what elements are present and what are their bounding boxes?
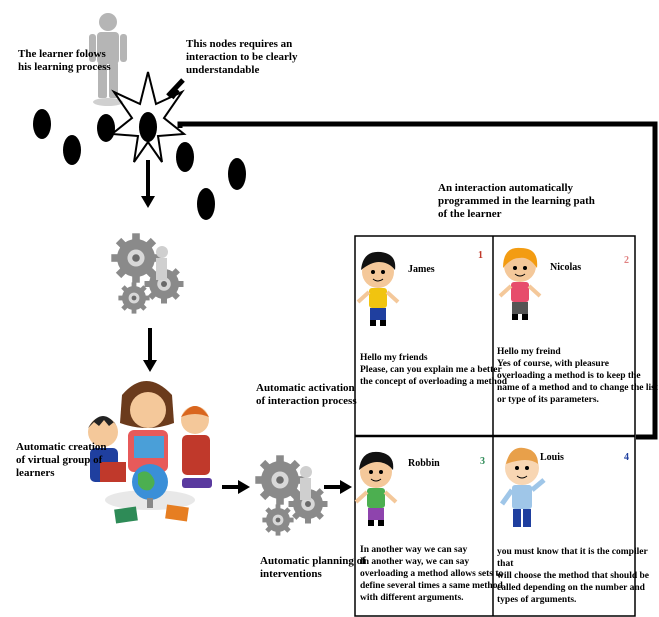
node-requires-label: This nodes requires an interaction to be… (186, 38, 298, 76)
kids-group-illustration (88, 381, 212, 524)
highlight-star (109, 71, 187, 163)
panel-3-number: 3 (480, 456, 485, 467)
panel-4-text: you must know that it is the compiler th… (497, 547, 650, 605)
gear-icon (255, 455, 328, 536)
path-nodes (33, 109, 246, 220)
gear-icon (111, 233, 184, 314)
panel-2-text: Hello my freind Yes of course, with plea… (497, 347, 658, 405)
character-james (356, 251, 400, 326)
panel-1-name: James (408, 264, 435, 275)
character-robbin (354, 451, 398, 526)
character-nicolas (498, 247, 542, 320)
auto-activation-label: Automatic activation of interaction proc… (256, 382, 357, 407)
interaction-programmed-label: An interaction automatically programmed … (438, 182, 595, 220)
panel-4-name: Louis (540, 452, 564, 463)
learner-follows-label: The learner folows his learning process (18, 48, 111, 73)
character-louis (499, 447, 546, 527)
panel-1-text: Hello my friends Please, can you explain… (360, 353, 507, 387)
panel-2-number: 2 (624, 255, 629, 266)
auto-planning-label: Automatic planning of interventions (260, 555, 366, 580)
auto-creation-label: Automatic creation of virtual group of l… (16, 441, 107, 479)
panel-2-name: Nicolas (550, 262, 582, 273)
panel-3-text: In another way we can say In another way… (360, 545, 504, 603)
interaction-grid (354, 235, 636, 617)
learner-figure (89, 13, 127, 106)
panel-1-number: 1 (478, 250, 483, 261)
panel-4-number: 4 (624, 452, 629, 463)
panel-3-name: Robbin (408, 458, 440, 469)
connector-line (177, 121, 658, 440)
